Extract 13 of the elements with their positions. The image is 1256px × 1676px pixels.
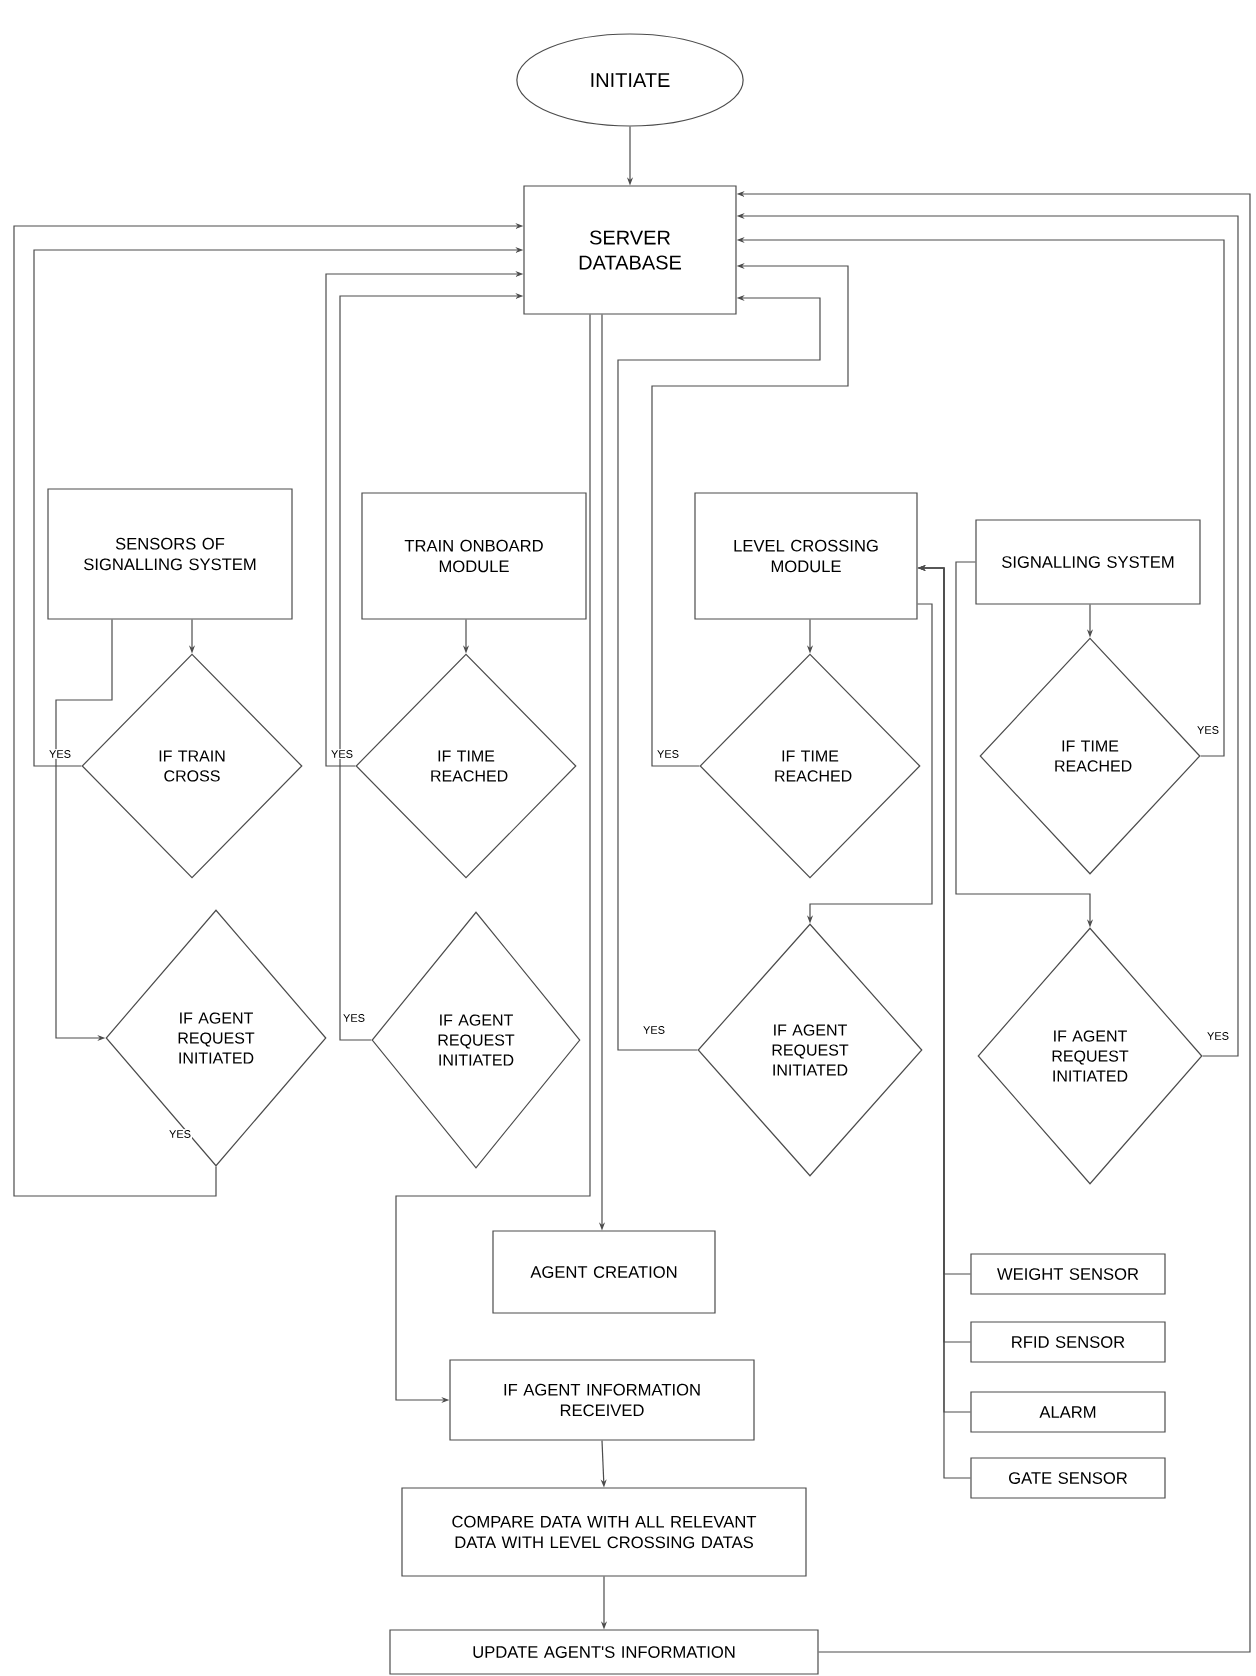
process-box: LEVEL CROSSING MODULE [694,492,918,620]
process-box: ALARM [970,1391,1166,1433]
process-box: TRAIN ONBOARD MODULE [361,492,587,620]
process-box: SENSORS OF SIGNALLING SYSTEM [47,488,293,620]
process-box: AGENT CREATION [492,1230,716,1314]
process-box: COMPARE DATA WITH ALL RELEVANT DATA WITH LEVEL CROSSING DATAS [401,1487,807,1577]
process-box: UPDATE AGENT'S INFORMATION [389,1629,819,1675]
process-box: SERVER DATABASE [523,185,737,315]
process-box: RFID SENSOR [970,1321,1166,1363]
process-box: GATE SENSOR [970,1457,1166,1499]
process-box: SIGNALLING SYSTEM [975,519,1201,605]
process-box: IF AGENT INFORMATION RECEIVED [449,1359,755,1441]
process-box: WEIGHT SENSOR [970,1253,1166,1295]
